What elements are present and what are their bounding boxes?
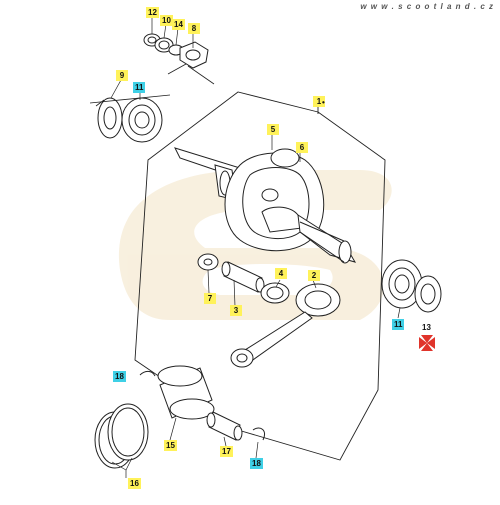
part-label-11-left: 11 — [133, 82, 146, 93]
part-label-7: 7 — [204, 293, 216, 304]
assembly-mark: • — [322, 98, 325, 107]
part-label-10: 10 — [160, 15, 173, 26]
piston-assembly — [94, 365, 266, 469]
crankshaft — [174, 147, 357, 264]
part-label-2: 2 — [308, 270, 320, 281]
part-label-11-right: 11 — [392, 319, 405, 330]
part-label-18-left: 18 — [113, 371, 126, 382]
part-label-4: 4 — [275, 268, 287, 279]
leader-lines — [110, 18, 401, 478]
right-bearing — [381, 259, 442, 313]
top-bearing-stack — [143, 33, 215, 85]
part-label-1: 1 — [313, 96, 325, 107]
part-label-12: 12 — [146, 7, 159, 18]
part-label-8: 8 — [188, 23, 200, 34]
part-label-3: 3 — [230, 305, 242, 316]
part-label-18-right: 18 — [250, 458, 263, 469]
left-bearing — [89, 94, 171, 143]
crank-pin-parts — [197, 253, 290, 304]
part-label-9: 9 — [116, 70, 128, 81]
connecting-rod — [230, 283, 341, 368]
part-label-15: 15 — [164, 440, 177, 451]
part-label-16: 16 — [128, 478, 141, 489]
marker-icon — [419, 335, 435, 351]
part-label-6: 6 — [296, 142, 308, 153]
watermark-text: w w w . s c o o t l a n d . c z — [360, 2, 494, 11]
part-label-17: 17 — [220, 446, 233, 457]
part-label-13: 13 — [422, 323, 431, 332]
part-label-5: 5 — [267, 124, 279, 135]
part-label-14: 14 — [172, 19, 185, 30]
